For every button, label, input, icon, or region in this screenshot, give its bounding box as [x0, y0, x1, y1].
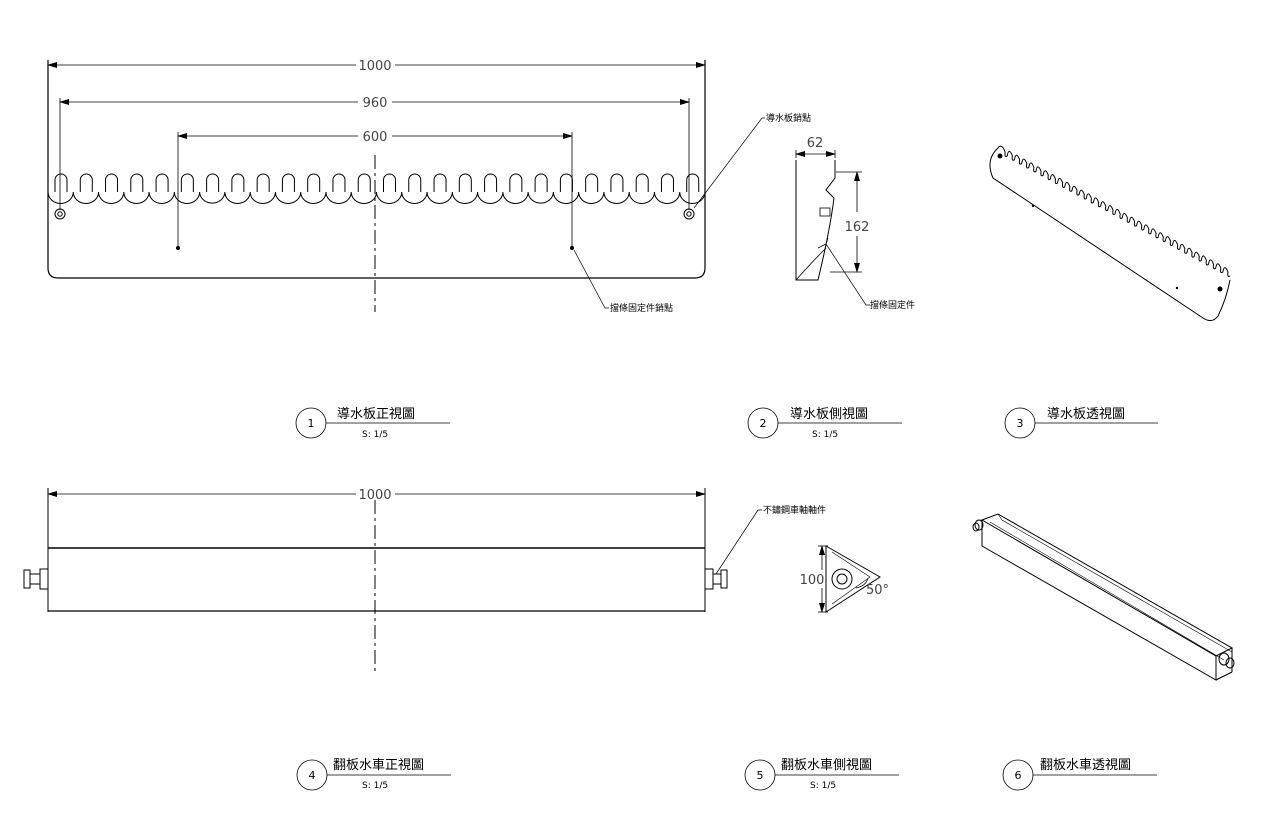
view2-dim-height: 162 [845, 220, 870, 235]
view1-slot [534, 173, 548, 192]
view3-perspective-guide-plate: 3 導水板透視圖 [989, 145, 1231, 439]
view1-slot [509, 173, 523, 192]
view1-slot [130, 173, 144, 192]
view1-slot [484, 173, 498, 192]
view2-plate-profile [795, 160, 836, 281]
view5-side-water-wheel: 100 50° 5 翻板水車側視圖 S: 1/5 [744, 545, 899, 791]
view1-slot [610, 173, 624, 192]
view1-slot [660, 173, 674, 192]
view1-slot [180, 173, 194, 192]
view4-caption-title: 翻板水車正視圖 [333, 758, 424, 773]
view5-caption-title: 翻板水車側視圖 [781, 758, 872, 773]
view1-caption-scale: S: 1/5 [362, 430, 388, 440]
view5-caption: 5 翻板水車側視圖 S: 1/5 [744, 758, 899, 791]
view5-axle-outer [831, 568, 853, 590]
view1-caption-number: 1 [308, 417, 315, 430]
view3-caption-number: 3 [1017, 417, 1024, 430]
view1-slot [433, 173, 447, 192]
view6-caption-number: 6 [1015, 769, 1022, 782]
view1-dim-overall: 1000 [358, 59, 391, 74]
view1-left-pin [54, 208, 66, 220]
view1-slot [206, 173, 220, 192]
view2-fixing-block [819, 207, 831, 217]
view1-slot [105, 173, 119, 192]
view1-fixing-dot-right [570, 246, 574, 250]
view5-triangle-profile [825, 545, 881, 613]
view1-slot [458, 173, 472, 192]
view2-dim-width: 62 [807, 136, 824, 151]
view1-dim-inner-span: 600 [363, 130, 388, 145]
view1-slot [332, 173, 346, 192]
view1-slot [559, 173, 573, 192]
view1-note-fixing-pin: 擋條固定件銷點 [610, 302, 673, 314]
view4-left-axle [23, 568, 49, 590]
view2-caption-number: 2 [760, 417, 767, 430]
view1-slot [357, 173, 371, 192]
view1-front-guide-plate: 1000 960 600 導水板銷點 擋條固定件銷點 1 導水板正視圖 S: 1… [47, 59, 811, 440]
view2-caption: 2 導水板側視圖 S: 1/5 [747, 407, 902, 440]
view4-note-axle: 不鏽鋼車軸軸件 [763, 504, 826, 516]
view6-left-axle [972, 519, 984, 532]
view1-slot [383, 173, 396, 192]
view1-caption-title: 導水板正視圖 [337, 407, 415, 422]
view1-slot-group [54, 173, 700, 192]
view2-side-guide-plate: 62 162 擋條固定件 2 導水板側視圖 S: 1/5 [747, 136, 915, 440]
view5-caption-number: 5 [757, 769, 764, 782]
view6-perspective-water-wheel: 6 翻板水車透視圖 [972, 513, 1235, 791]
view1-note-pin: 導水板銷點 [766, 112, 811, 124]
view2-caption-scale: S: 1/5 [812, 430, 838, 440]
view3-toothed-edge [997, 145, 1231, 277]
view2-note-fixing: 擋條固定件 [870, 299, 915, 311]
view1-slot [585, 173, 599, 192]
view4-front-water-wheel: 1000 不鏽鋼車軸軸件 4 翻板水車正視圖 S: 1/5 [23, 488, 826, 791]
view6-caption-title: 翻板水車透視圖 [1040, 758, 1131, 773]
view3-caption: 3 導水板透視圖 [1004, 407, 1158, 439]
view6-caption: 6 翻板水車透視圖 [1002, 758, 1157, 791]
view5-axle-inner [836, 573, 848, 585]
view4-caption: 4 翻板水車正視圖 S: 1/5 [296, 758, 451, 791]
view4-dim-overall: 1000 [358, 488, 391, 503]
view1-scalloped-edge [47, 191, 706, 204]
view1-plate-outline [47, 60, 706, 279]
view1-caption: 1 導水板正視圖 S: 1/5 [295, 407, 450, 440]
view4-caption-scale: S: 1/5 [362, 781, 388, 791]
view1-slot [54, 173, 68, 192]
view5-dim-angle: 50° [866, 583, 889, 598]
view1-fixing-dot-left [176, 246, 180, 250]
view1-slot [635, 173, 649, 192]
view1-slot [79, 173, 93, 192]
view1-slot [281, 173, 295, 192]
view4-right-axle [704, 568, 728, 590]
view1-slot [307, 173, 321, 192]
view6-right-axle [1218, 652, 1235, 669]
view6-box-body [980, 513, 1234, 657]
view1-right-pin [683, 208, 695, 220]
view3-plate-body [989, 147, 1231, 322]
view1-slot [155, 173, 169, 192]
view1-slot [686, 173, 700, 192]
view1-slot [231, 173, 245, 192]
view3-caption-title: 導水板透視圖 [1047, 407, 1125, 422]
view2-caption-title: 導水板側視圖 [790, 407, 868, 422]
view5-dim-height: 100 [800, 573, 825, 588]
view4-caption-number: 4 [309, 769, 316, 782]
view5-caption-scale: S: 1/5 [810, 781, 836, 791]
view1-slot [256, 173, 270, 192]
view1-slot [408, 173, 422, 192]
view1-dim-pin-span: 960 [363, 96, 388, 111]
